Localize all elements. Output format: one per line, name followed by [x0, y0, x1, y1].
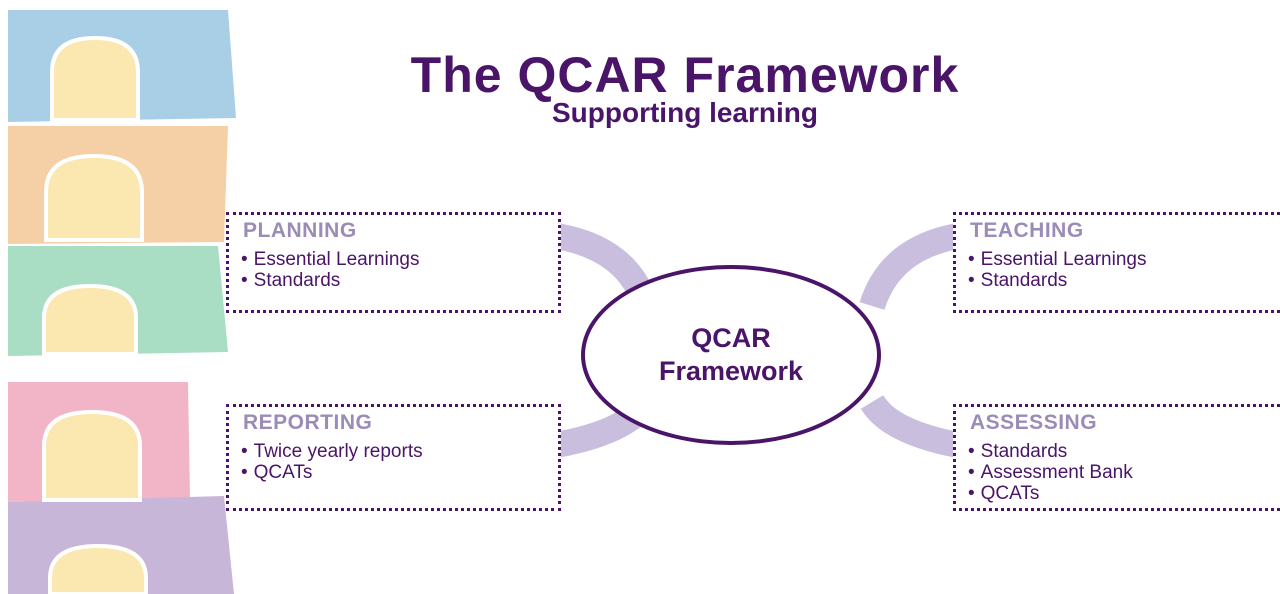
slide-subtitle: Supporting learning	[552, 97, 818, 128]
hub-circle: QCAR Framework	[581, 265, 881, 445]
box-list: Twice yearly reports QCATs	[229, 441, 558, 483]
strip-tab-3	[42, 283, 138, 356]
box-heading: ASSESSING	[970, 411, 1098, 434]
box-heading: REPORTING	[243, 411, 373, 434]
connector-assessing	[860, 394, 961, 458]
connector-teaching	[859, 223, 961, 311]
box-heading: PLANNING	[243, 219, 357, 242]
hub-label-line2: Framework	[658, 356, 804, 386]
box-list: Essential Learnings Standards	[956, 249, 1280, 291]
list-item: Standards	[968, 270, 1280, 291]
box-reporting: REPORTING Twice yearly reports QCATs	[226, 404, 561, 511]
list-item: QCATs	[241, 462, 558, 483]
list-item: Essential Learnings	[968, 249, 1280, 270]
hub-label-line1: QCAR	[691, 323, 771, 353]
box-planning: PLANNING Essential Learnings Standards	[226, 212, 561, 313]
list-item: Twice yearly reports	[241, 441, 558, 462]
strip-tab-5	[48, 543, 148, 594]
list-item: Standards	[241, 270, 558, 291]
box-list: Essential Learnings Standards	[229, 249, 558, 291]
strip-tab-4	[42, 409, 142, 502]
slide-title: The QCAR Framework	[410, 47, 960, 103]
list-item: Assessment Bank	[968, 462, 1280, 483]
decorative-strip	[8, 10, 236, 594]
box-teaching: TEACHING Essential Learnings Standards	[953, 212, 1280, 313]
strip-tab-1	[50, 35, 140, 122]
strip-tab-2	[44, 153, 144, 242]
list-item: Standards	[968, 441, 1280, 462]
box-list: Standards Assessment Bank QCATs	[956, 441, 1280, 504]
box-heading: TEACHING	[970, 219, 1084, 242]
list-item: QCATs	[968, 483, 1280, 504]
box-assessing: ASSESSING Standards Assessment Bank QCAT…	[953, 404, 1280, 511]
list-item: Essential Learnings	[241, 249, 558, 270]
